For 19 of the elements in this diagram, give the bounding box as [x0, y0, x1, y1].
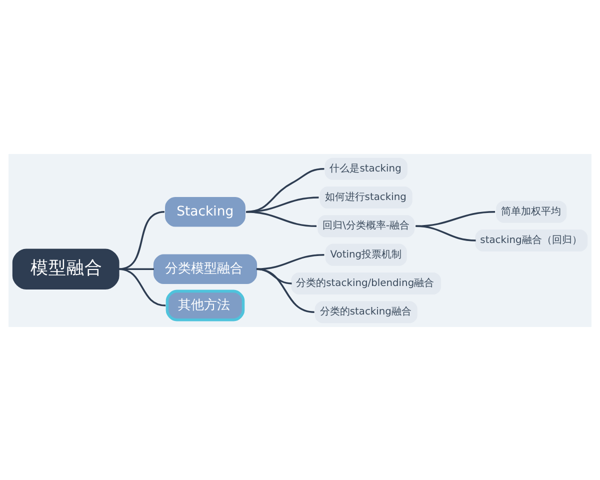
- node-box: 简单加权平均: [496, 200, 567, 222]
- connector: [416, 210, 496, 227]
- connector: [256, 253, 324, 270]
- connector: [256, 268, 314, 312]
- node-box: 分类的stacking融合: [314, 300, 418, 323]
- node-box: 其他方法: [166, 289, 245, 321]
- connector: [416, 224, 476, 241]
- node-box: 如何进行stacking: [320, 186, 412, 208]
- connector: [246, 210, 317, 227]
- node-box: 模型融合: [12, 248, 120, 290]
- node-box: 分类模型融合: [153, 254, 258, 284]
- connector: [118, 268, 166, 306]
- node-box: Stacking: [165, 196, 246, 226]
- node-box: 回归\分类概率-融合: [318, 214, 415, 237]
- node-box: 分类的stacking/blending融合: [291, 272, 442, 294]
- node-box: 什么是stacking: [324, 157, 408, 180]
- connector: [118, 210, 165, 270]
- node-box: stacking融合（回归）: [475, 228, 588, 252]
- node-box: Voting投票机制: [325, 243, 407, 266]
